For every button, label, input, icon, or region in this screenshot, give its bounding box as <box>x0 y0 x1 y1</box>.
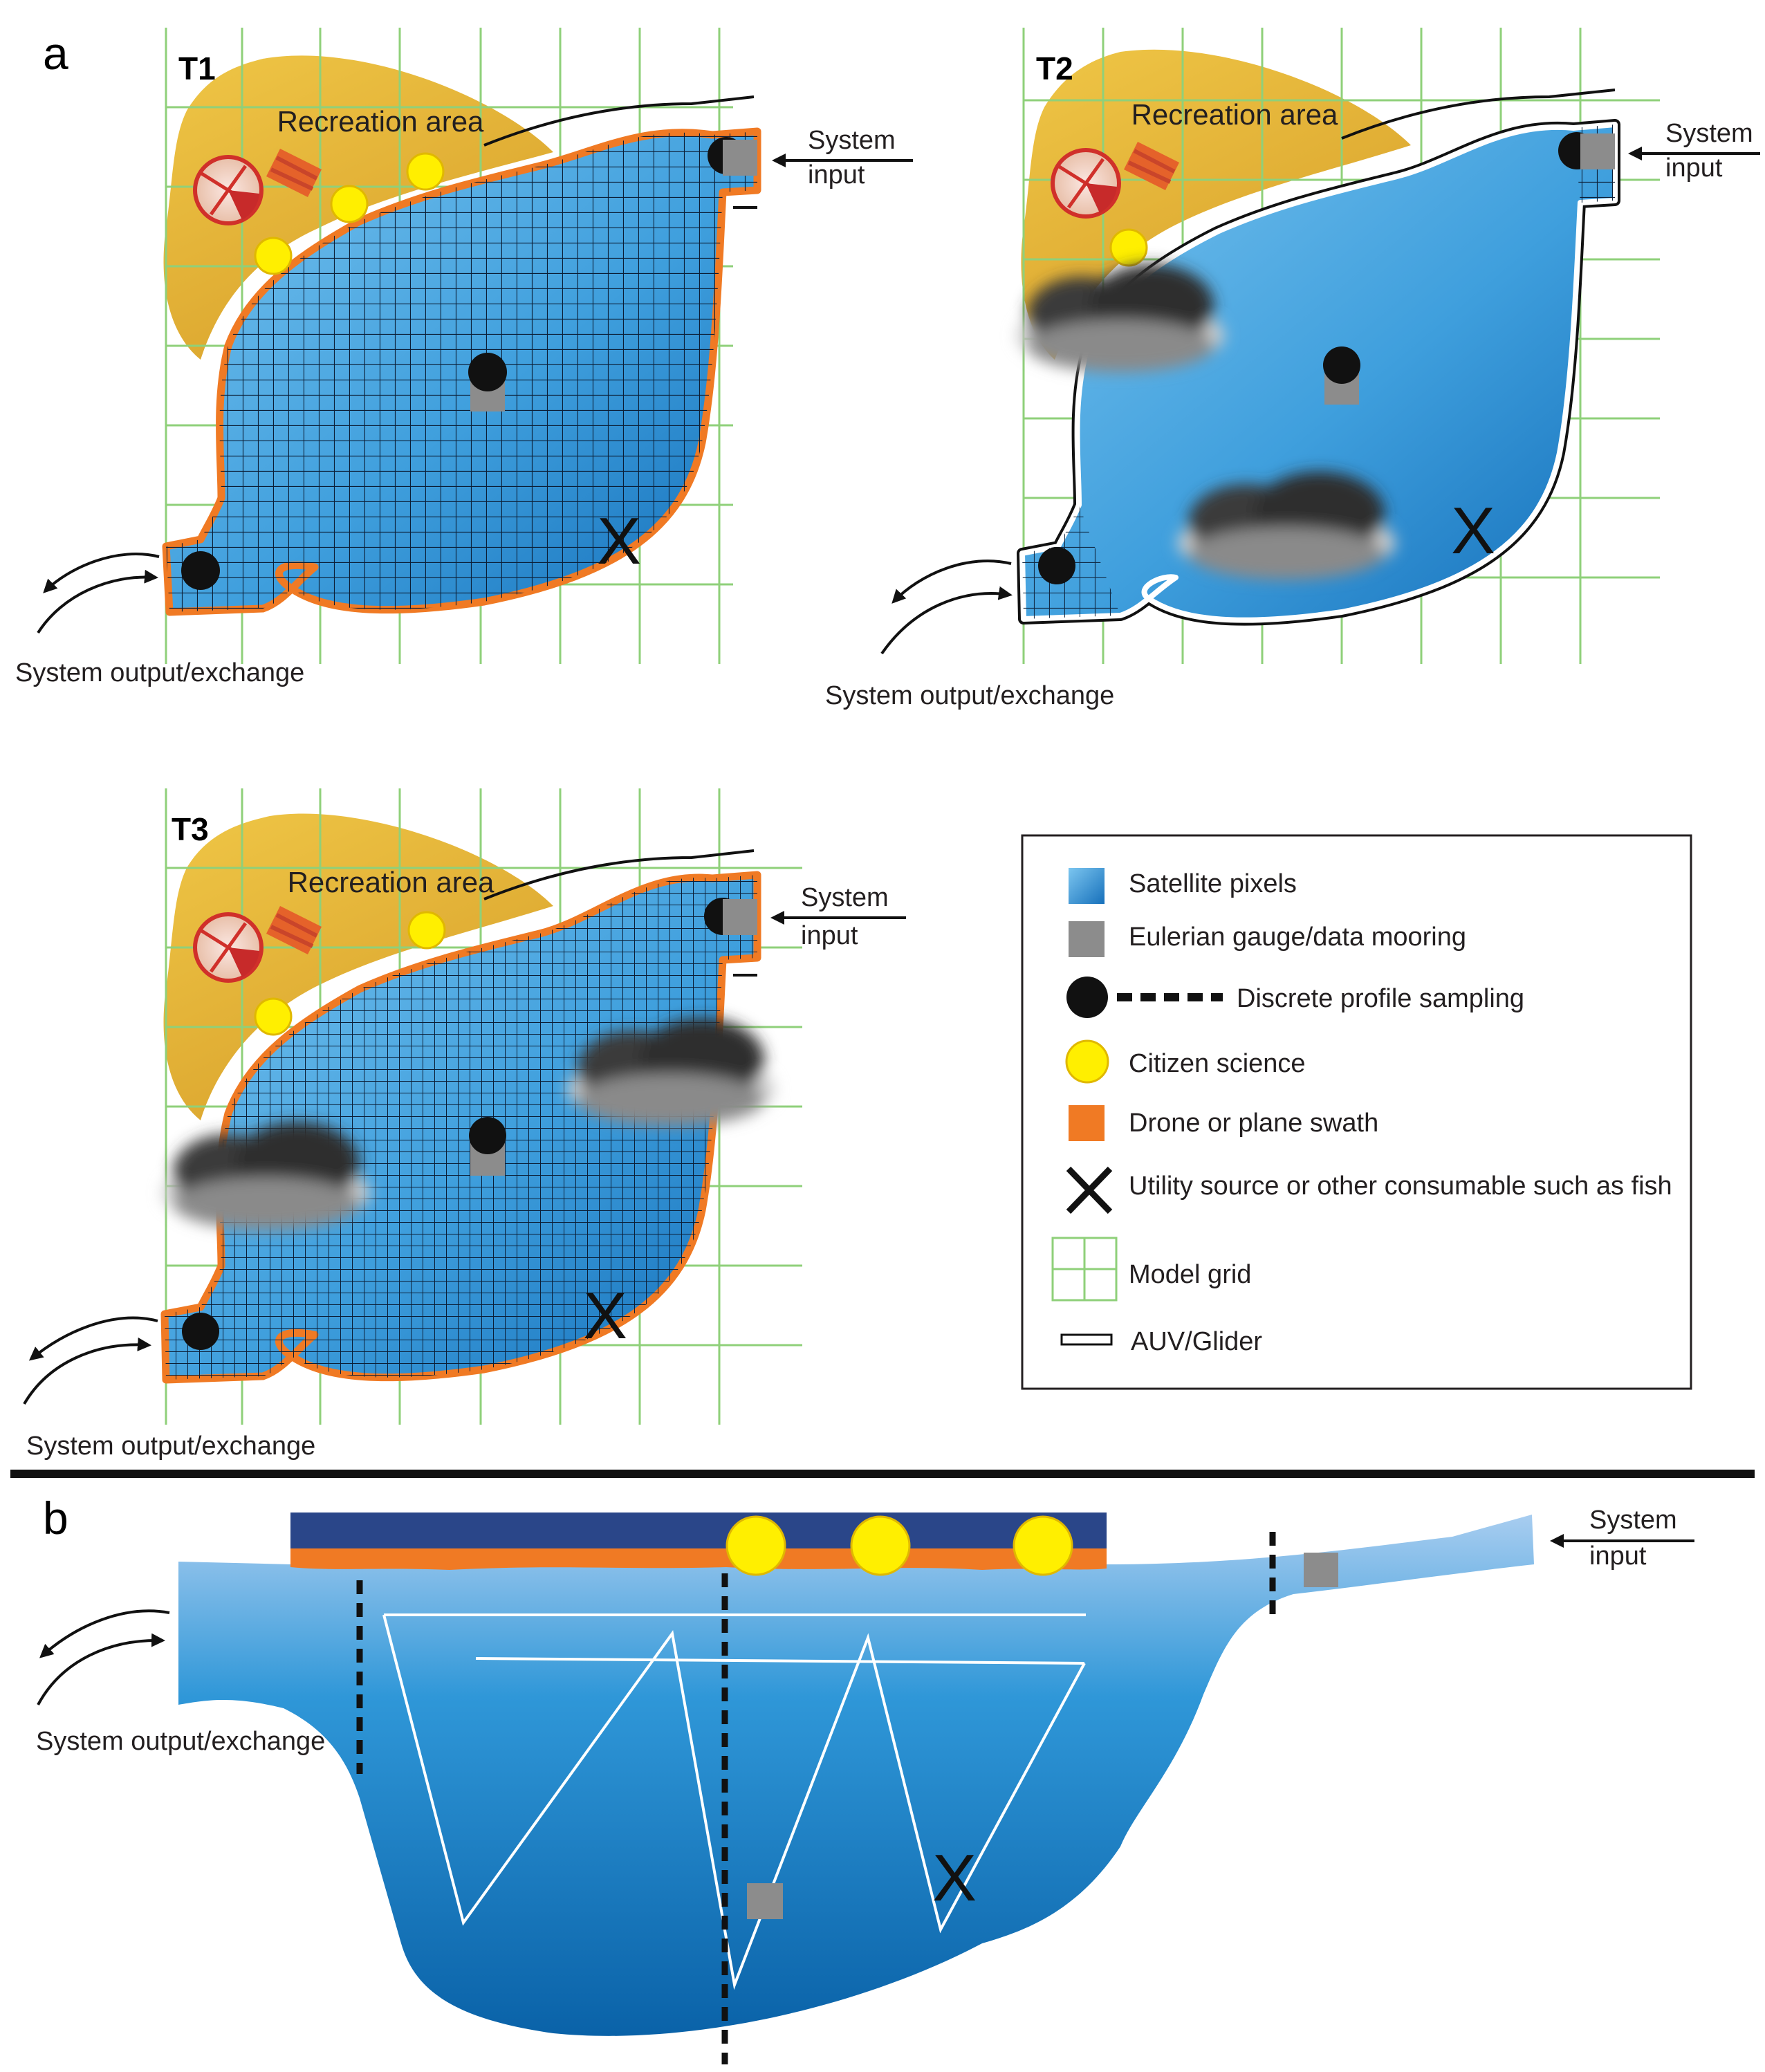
input-label: input <box>808 160 865 189</box>
legend-label: Drone or plane swath <box>1129 1109 1378 1138</box>
output-arrow-icon <box>891 559 1012 604</box>
beach-towel-icon <box>266 149 322 197</box>
profile-station <box>182 1313 219 1350</box>
output-label: System output/exchange <box>26 1432 315 1461</box>
recreation-land <box>1021 49 1411 360</box>
profile-station <box>469 1117 506 1176</box>
profile-station <box>1323 346 1360 405</box>
panel-label-b: b <box>43 1492 68 1544</box>
profile-station <box>181 551 220 590</box>
input-label: input <box>801 921 858 950</box>
input-label: input <box>1589 1542 1647 1571</box>
output-arrow-icon <box>39 1609 170 1658</box>
gauge-mooring <box>747 1883 783 1919</box>
gauge-mooring <box>1304 1553 1338 1587</box>
output-label: System output/exchange <box>15 658 304 687</box>
panel-divider <box>10 1470 1755 1478</box>
legend-label: AUV/Glider <box>1131 1327 1262 1356</box>
profile-station <box>704 898 757 935</box>
output-arrow-icon <box>28 1316 158 1361</box>
citizen-science-dot <box>1109 228 1148 267</box>
gauge-square-icon <box>1069 921 1105 957</box>
citizen-science-dot <box>406 152 445 191</box>
plane-swath <box>290 1513 1107 1548</box>
input-label: System <box>1665 119 1753 148</box>
citizen-science-dot <box>407 911 446 950</box>
recreation-label: Recreation area <box>288 866 495 898</box>
legend-label: Satellite pixels <box>1129 869 1297 898</box>
green-grid-icon <box>1051 1237 1118 1302</box>
profile-station <box>468 353 507 411</box>
auv-glider-track <box>382 1613 1086 1990</box>
profile-station <box>708 137 757 176</box>
x-mark-icon <box>1066 1166 1113 1214</box>
input-label: System <box>808 126 896 155</box>
orange-square-icon <box>1069 1105 1105 1141</box>
output-arrow-icon <box>23 1337 151 1405</box>
legend: Satellite pixels Eulerian gauge/data moo… <box>1021 834 1692 1390</box>
legend-box <box>1021 834 1692 1390</box>
legend-label: Model grid <box>1129 1260 1251 1289</box>
output-arrow-icon <box>43 553 160 593</box>
input-label: System <box>1589 1506 1677 1535</box>
map-t2: X T2 Recreation area System input System… <box>825 28 1760 710</box>
drone-swath <box>290 1548 1107 1570</box>
legend-label: Citizen science <box>1129 1049 1306 1078</box>
citizen-science-dot <box>254 997 293 1036</box>
map-t1: X T1 Recreation area System input System… <box>15 28 913 687</box>
output-arrow-icon <box>37 1633 165 1705</box>
citizen-science-dot <box>330 185 369 223</box>
time-label: T2 <box>1036 50 1073 86</box>
recreation-label: Recreation area <box>1131 98 1338 131</box>
auv-outline-icon <box>1060 1333 1113 1346</box>
citizen-science-dot <box>1013 1515 1073 1576</box>
time-label: T3 <box>172 811 209 847</box>
profile-station <box>1558 132 1615 169</box>
utility-x-mark: X <box>1451 494 1495 568</box>
map-t3: X T3 Recreation area System input System… <box>23 788 906 1461</box>
recreation-label: Recreation area <box>277 105 484 138</box>
output-label: System output/exchange <box>825 681 1114 710</box>
beach-umbrella-icon <box>193 912 264 983</box>
utility-x-mark: X <box>932 1841 977 1915</box>
output-label: System output/exchange <box>36 1727 325 1756</box>
water-body <box>178 1515 1534 2036</box>
legend-label: Eulerian gauge/data mooring <box>1129 923 1466 952</box>
output-arrow-icon <box>37 569 158 634</box>
beach-towel-icon <box>266 906 322 954</box>
yellow-circle-icon <box>1065 1039 1109 1084</box>
utility-x-mark: X <box>583 1279 627 1353</box>
utility-x-mark: X <box>597 504 641 578</box>
output-arrow-icon <box>880 586 1013 655</box>
cloud-icon <box>163 1122 370 1230</box>
beach-umbrella-icon <box>193 155 264 225</box>
satellite-pixel-icon <box>1069 868 1105 904</box>
input-label: System <box>801 883 889 912</box>
beach-towel-icon <box>1124 142 1179 190</box>
citizen-science-dot <box>726 1515 786 1576</box>
profile-dot-dash-icon <box>1066 977 1223 1018</box>
legend-label: Discrete profile sampling <box>1237 984 1524 1013</box>
cross-section: X System input System output/exchange <box>36 1506 1694 2064</box>
input-label: input <box>1665 154 1723 183</box>
profile-station <box>1038 547 1075 584</box>
panel-label-a: a <box>43 28 68 79</box>
recreation-land <box>163 813 553 1120</box>
legend-label: Utility source or other consumable such … <box>1129 1172 1672 1201</box>
beach-umbrella-icon <box>1051 148 1121 219</box>
time-label: T1 <box>178 50 216 86</box>
citizen-science-dot <box>850 1515 911 1576</box>
citizen-science-dot <box>254 237 293 275</box>
